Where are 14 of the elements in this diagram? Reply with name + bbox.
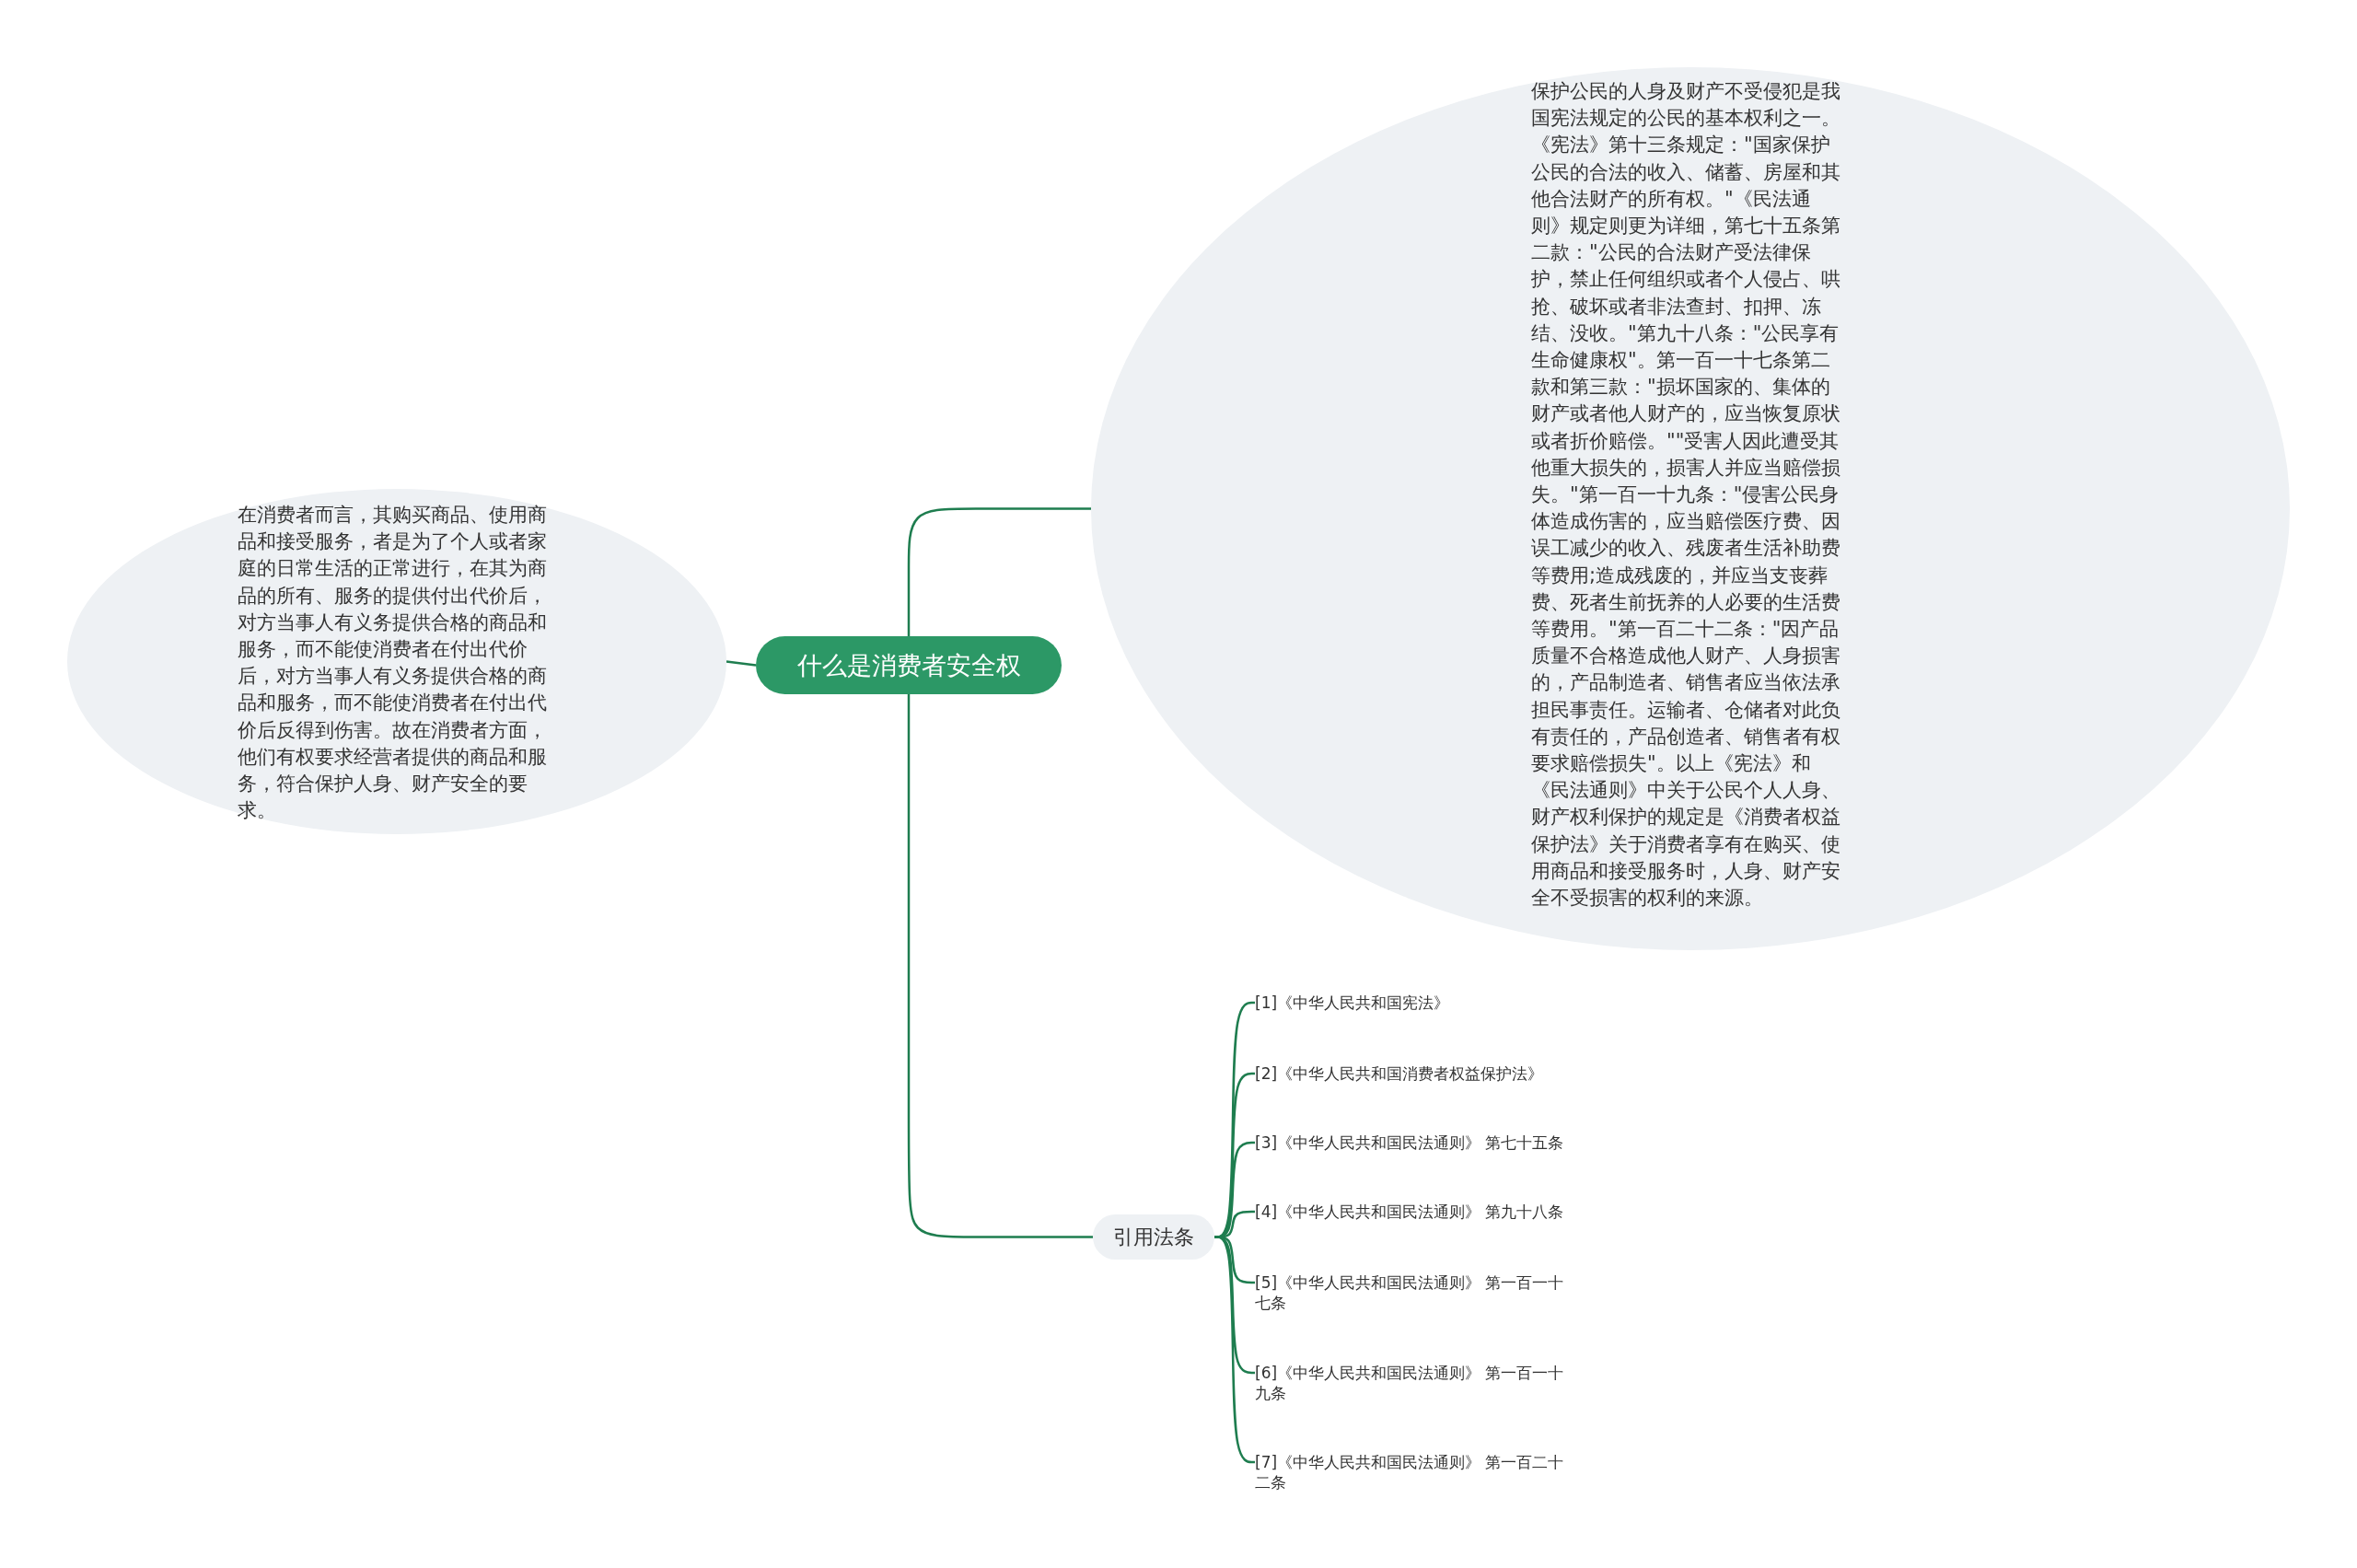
reference-text: [7]《中华人民共和国民法通则》 第一百二十二条 xyxy=(1255,1452,1577,1493)
reference-text: [1]《中华人民共和国宪法》 xyxy=(1255,993,1577,1013)
node-text: 保护公民的人身及财产不受侵犯是我国宪法规定的公民的基本权利之一。《宪法》第十三条规定："国家保护公民的合法的收入、储蓄、房屋和其他合法财产的所有权。"《民法通则》规定则更为详细，第七十五条第二款："公民的合法财产受法律保护，禁止任何组织或者个人侵占、哄抢、破坏或者非法查封、扣押、冻结、没收。"第九十八条："公民享有生命健康权"。第一百一十七条第二款和第三款："损坏国家的、集体的财产或者他人财产的，应当恢复原状或者折价赔偿。""受害人因此遭受其他重大损失的，损害人并应当赔偿损失。"第一百一十九条："侵害公民身体造成伤害的，应当赔偿医疗费、因误工减少的收入、残废者生活补助费等费用;造成残废的，并应当支丧葬费、死者生前抚养的人必要的生活费等费用。"第一百二十二条："因产品质量不合格造成他人财产、人身损害的，产品制造者、销售者应当依法承担民事责任。运输者、仓储者对此负有责任的，产品创造者、销售者有权要求赔偿损失"。以上《宪法》和《民法通则》中关于公民个人人身、财产权利保护的规定是《消费者权益保护法》关于消费者享有在购买、使用商品和接受服务时，人身、财产安全不受损害的权利的来源。 xyxy=(1531,79,1841,912)
reference-text: [2]《中华人民共和国消费者权益保护法》 xyxy=(1255,1063,1577,1084)
connector-line xyxy=(726,660,757,667)
node-text: 在消费者而言，其购买商品、使用商品和接受服务，者是为了个人或者家庭的日常生活的正常进行，在其为商品的所有、服务的提供付出代价后，对方当事人有义务提供合格的商品和服务，而不能使消费者在付出代价后，对方当事人有义务提供合格的商品和服务，而不能使消费者在付出代价后反得到伤害。故在消费者方面，他们有权要求经营者提供的商品和服务，符合保护人身、财产安全的要求。 xyxy=(238,503,548,824)
reference-text: [3]《中华人民共和国民法通则》 第七十五条 xyxy=(1255,1132,1577,1153)
reference-text: [5]《中华人民共和国民法通则》 第一百一十七条 xyxy=(1255,1272,1577,1313)
central-topic: 什么是消费者安全权 xyxy=(756,636,1062,694)
subtopic-pill: 引用法条 xyxy=(1093,1214,1214,1260)
reference-text: [6]《中华人民共和国民法通则》 第一百一十九条 xyxy=(1255,1363,1577,1403)
connector-line xyxy=(907,694,1093,1238)
reference-text: [4]《中华人民共和国民法通则》 第九十八条 xyxy=(1255,1202,1577,1222)
connector-line xyxy=(907,507,1091,636)
